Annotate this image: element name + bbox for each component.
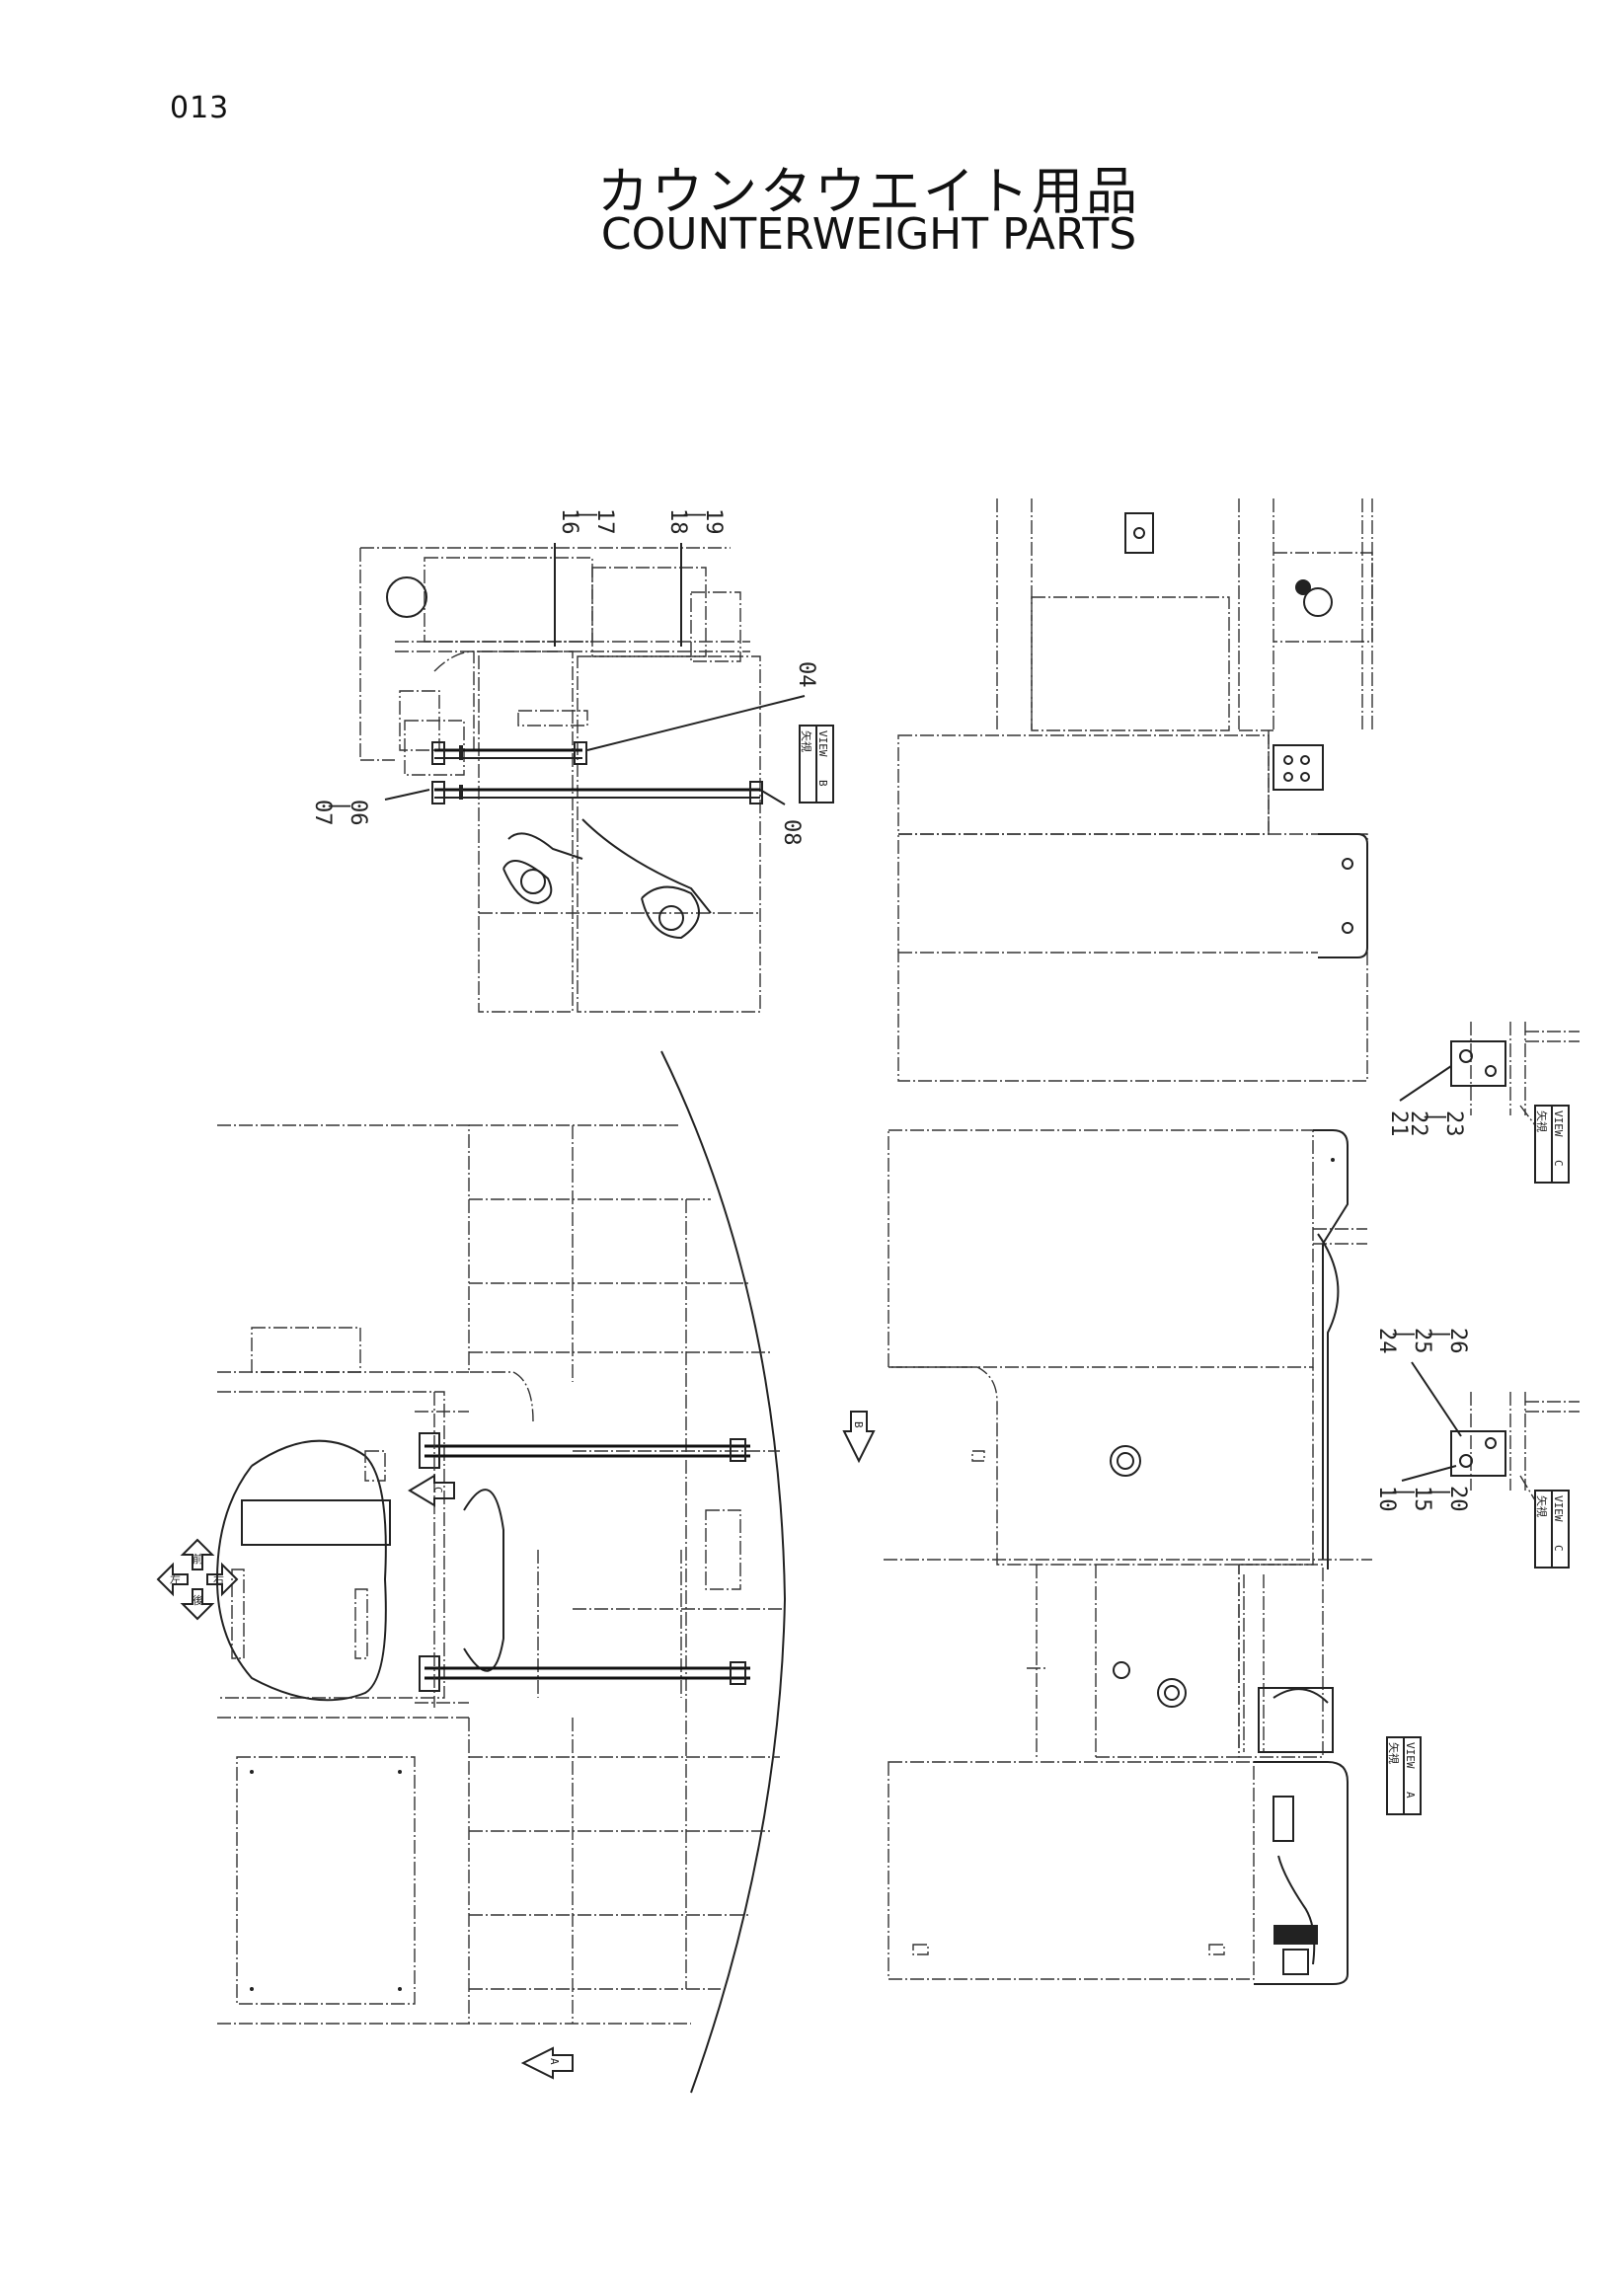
svg-text:B: B — [816, 780, 829, 787]
svg-text:矢視: 矢視 — [1535, 1110, 1549, 1132]
svg-text:A: A — [1404, 1792, 1417, 1799]
page-number: 013 — [170, 91, 230, 125]
view-c-tag-bottom: 矢視 VIEW C — [1534, 1490, 1570, 1569]
view-arrow-c: C — [408, 1474, 455, 1507]
view-c-detail-bottom — [1411, 1361, 1580, 1501]
callout-08: 08 — [779, 819, 804, 846]
svg-text:VIEW: VIEW — [1552, 1495, 1565, 1522]
svg-text:16: 16 — [557, 508, 581, 535]
svg-text:21: 21 — [1386, 1110, 1411, 1137]
svg-text:07: 07 — [310, 800, 335, 826]
svg-text:20: 20 — [1445, 1486, 1470, 1512]
counterweight-side-view — [884, 1129, 1372, 1985]
svg-text:|: | — [1392, 1486, 1417, 1498]
svg-text:後: 後 — [193, 1593, 203, 1607]
svg-text:C: C — [1552, 1545, 1565, 1552]
callout-18-19: 18 — [665, 508, 690, 535]
callout-07-06: 07 — [310, 800, 335, 826]
view-b-detail — [359, 543, 806, 1013]
svg-text:|: | — [683, 508, 708, 521]
callout-04: 04 — [794, 661, 818, 688]
svg-text:|: | — [1427, 1486, 1452, 1498]
svg-text:10: 10 — [1374, 1486, 1399, 1512]
callout-16-17: 16 — [557, 508, 581, 535]
svg-text:B: B — [852, 1421, 865, 1428]
title-english: COUNTERWEIGHT PARTS — [600, 209, 1137, 260]
view-b-tag: 矢視 VIEW B — [799, 725, 834, 804]
svg-text:C: C — [1552, 1160, 1565, 1167]
svg-text:VIEW: VIEW — [1552, 1110, 1565, 1137]
callout-07-06-sep: | — [328, 800, 352, 812]
svg-text:左: 左 — [170, 1573, 181, 1586]
svg-text:04: 04 — [794, 661, 818, 688]
svg-text:08: 08 — [779, 819, 804, 846]
svg-text:19: 19 — [701, 508, 726, 535]
callout-07-06-end: 06 — [346, 800, 370, 826]
svg-text:|: | — [1424, 1110, 1448, 1123]
svg-text:25: 25 — [1410, 1328, 1434, 1354]
svg-text:VIEW: VIEW — [816, 730, 829, 757]
view-arrow-b: B — [842, 1411, 876, 1464]
svg-text:|: | — [1427, 1328, 1452, 1340]
svg-text:15: 15 — [1410, 1486, 1434, 1512]
callout-18-19-end: 19 — [701, 508, 726, 535]
view-c-tag-top: 矢視 VIEW C — [1534, 1105, 1570, 1184]
callout-24-26: 24 | 25 | 26 — [1374, 1328, 1470, 1354]
svg-text:17: 17 — [592, 508, 617, 535]
view-arrow-a: A — [520, 2046, 574, 2080]
svg-text:C: C — [431, 1487, 444, 1493]
callout-21-23: 21 22 | 23 — [1386, 1065, 1466, 1137]
title-japanese: カウンタウエイト用品 — [596, 163, 1140, 222]
svg-text:矢視: 矢視 — [800, 730, 813, 752]
svg-text:23: 23 — [1441, 1110, 1466, 1137]
svg-text:A: A — [548, 2058, 561, 2065]
callout-18-19-sep: | — [683, 508, 708, 521]
svg-text:18: 18 — [665, 508, 690, 535]
svg-text:矢視: 矢視 — [1387, 1742, 1401, 1764]
svg-text:06: 06 — [346, 800, 370, 826]
direction-compass: 前 後 右 左 — [156, 1538, 239, 1621]
view-c-detail-top — [1450, 1022, 1580, 1126]
svg-text:|: | — [1392, 1328, 1417, 1340]
svg-text:22: 22 — [1406, 1110, 1430, 1137]
svg-text:|: | — [328, 800, 352, 812]
view-a-tag: 矢視 VIEW A — [1386, 1736, 1422, 1815]
callout-16-17-end: 17 — [592, 508, 617, 535]
svg-text:VIEW: VIEW — [1404, 1742, 1417, 1769]
svg-text:右: 右 — [213, 1572, 224, 1586]
svg-text:26: 26 — [1445, 1328, 1470, 1354]
callout-16-17-sep: | — [575, 508, 599, 521]
svg-text:|: | — [575, 508, 599, 521]
counterweight-plan-view: 前 後 右 左 — [156, 1050, 787, 2094]
svg-text:24: 24 — [1374, 1328, 1399, 1354]
callout-10-20: 10 | 15 | 20 — [1374, 1465, 1470, 1512]
counterweight-top-view — [897, 498, 1373, 1082]
svg-text:前: 前 — [193, 1552, 203, 1566]
svg-text:矢視: 矢視 — [1535, 1495, 1549, 1517]
